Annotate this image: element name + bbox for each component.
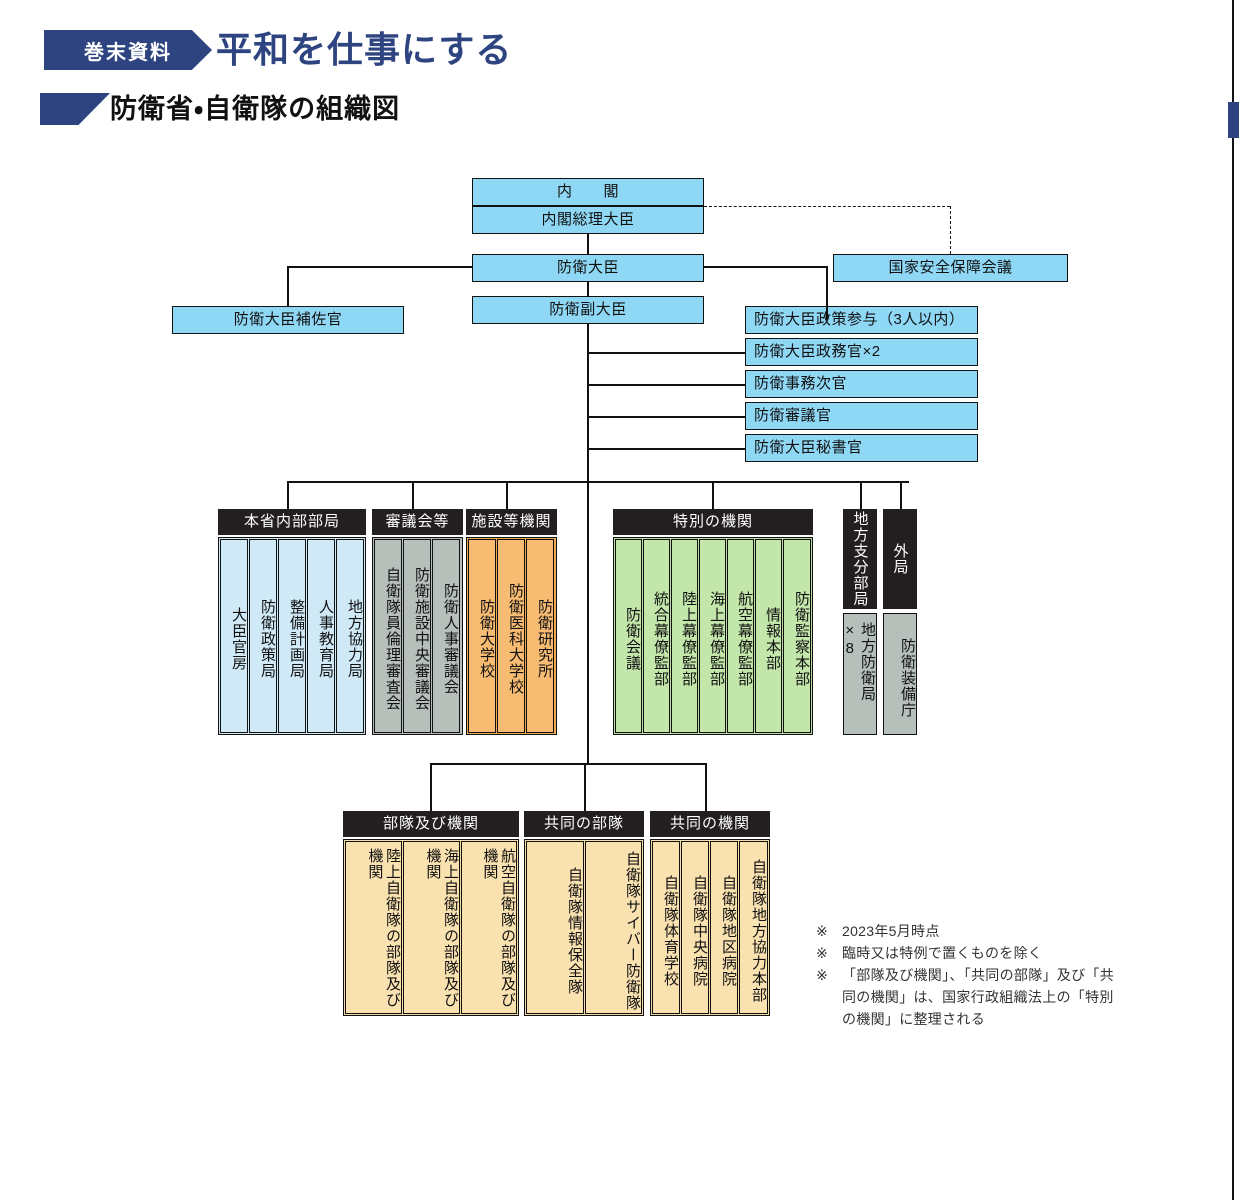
cell-sdf-personnel-ethics-board: 自衛隊員倫理審査会 [374, 539, 402, 733]
connector-drop-regional-branch [860, 481, 862, 509]
connector-minister-aide-h [287, 266, 472, 268]
connector-drop-internal-bureaus [287, 481, 289, 509]
footnote-row: ※ 「部隊及び機関」、「共同の部隊」及び「共同の機関」は、国家行政組織法上の「特… [816, 964, 1116, 1030]
cell-joint-staff: 統合幕僚監部 [643, 539, 670, 733]
page-subtitle: 防衛省・自衛隊の組織図 [110, 94, 401, 124]
footnotes: ※ 2023年5月時点 ※ 臨時又は特例で置くものを除く ※ 「部隊及び機関」、… [816, 920, 1116, 1030]
cell-bureau-of-defense-policy: 防衛政策局 [249, 539, 277, 733]
footnote-text: 2023年5月時点 [842, 923, 940, 939]
cell-defense-personnel-council: 防衛人事審議会 [432, 539, 460, 733]
connector-drop-external-bureau [900, 481, 902, 509]
connector-drop-joint-units [584, 763, 586, 813]
cell-sdf-district-hospitals: 自衛隊地区病院 [710, 841, 738, 1014]
cell-bureau-of-personnel-and-education: 人事教育局 [307, 539, 335, 733]
cell-national-institute-for-defense-studies: 防衛研究所 [526, 539, 554, 733]
connector-dotted-pm-nsc-h [704, 206, 950, 207]
cell-defense-intelligence-headquarters: 情報本部 [755, 539, 782, 733]
cell-sdf-cyber-defense-command: 自衛隊サイバー防衛隊 [585, 841, 642, 1014]
cell-sdf-central-hospital: 自衛隊中央病院 [681, 841, 709, 1014]
box-vice-minister-for-policy: 防衛審議官 [745, 402, 978, 430]
box-defense-minister: 防衛大臣 [472, 254, 704, 282]
group-header-regional-branch: 地方支分部局 [843, 509, 877, 609]
subtitle-marker [40, 93, 110, 125]
connector-main-trunk-lower [587, 481, 589, 763]
connector-tap-secretary [587, 448, 745, 450]
connector-minister-staff-h [704, 266, 827, 268]
group-header-joint-units: 共同の部隊 [524, 811, 644, 837]
cell-national-defense-medical-college: 防衛医科大学校 [497, 539, 525, 733]
connector-drop-units-and-organizations [430, 763, 432, 813]
cell-air-staff-office: 航空幕僚監部 [727, 539, 754, 733]
box-administrative-vice-minister: 防衛事務次官 [745, 370, 978, 398]
cell-provincial-cooperation-offices: 自衛隊地方協力本部 [739, 841, 768, 1014]
box-minister-aide: 防衛大臣補佐官 [172, 306, 404, 334]
cell-ground-staff-office: 陸上幕僚監部 [671, 539, 698, 733]
connector-drop-joint-organizations [705, 763, 707, 813]
box-prime-minister: 内閣総理大臣 [472, 206, 704, 234]
cell-maritime-staff-office: 海上幕僚監部 [699, 539, 726, 733]
footnote-mark: ※ [816, 967, 829, 983]
cell-asdf-units-and-organizations: 航空自衛隊の部隊及び機関 [461, 841, 517, 1014]
page-title: 平和を仕事にする [216, 29, 513, 70]
cell-msdf-units-and-organizations: 海上自衛隊の部隊及び機関 [403, 841, 460, 1014]
connector-main-trunk-upper [587, 324, 589, 481]
connector-drop-special-organs [712, 481, 714, 509]
footnote-row: ※ 2023年5月時点 [816, 920, 1116, 942]
connector-tap-politicalofficer [587, 352, 745, 354]
cell-bureau-of-defense-buildup-planning: 整備計画局 [278, 539, 306, 733]
footnote-mark: ※ [816, 923, 829, 939]
cell-sdf-physical-training-school: 自衛隊体育学校 [652, 841, 680, 1014]
connector-drop-councils [412, 481, 414, 509]
section-tag: 巻末資料 [44, 30, 212, 70]
connector-minister-to-state-minister [587, 282, 589, 296]
box-ministers-secretary: 防衛大臣秘書官 [745, 434, 978, 462]
connector-mid-distribution-bar [287, 481, 909, 483]
cell-national-defense-academy: 防衛大学校 [468, 539, 496, 733]
cell-atla: 防衛装備庁 [883, 613, 917, 735]
box-policy-adviser: 防衛大臣政策参与（3人以内） [745, 306, 978, 334]
cell-regional-defense-bureaus: 地方防衛局×8 [841, 613, 877, 735]
group-header-facilities: 施設等機関 [466, 509, 557, 535]
cell-central-council-on-defense-facilities: 防衛施設中央審議会 [403, 539, 431, 733]
cell-inspector-general-office-of-legal-compliance: 防衛監察本部 [783, 539, 811, 733]
connector-pm-to-minister [587, 234, 589, 254]
group-header-special-organs: 特別の機関 [613, 509, 813, 535]
group-header-external-bureau: 外局 [883, 509, 917, 609]
cell-bureau-of-local-cooperation: 地方協力局 [336, 539, 364, 733]
connector-tap-policy-vice [587, 416, 745, 418]
group-header-units-and-organizations: 部隊及び機関 [343, 811, 519, 837]
box-cabinet: 内 閣 [472, 178, 704, 206]
footnote-text: 「部隊及び機関」、「共同の部隊」及び「共同の機関」は、国家行政組織法上の「特別の… [842, 967, 1114, 1027]
footnote-mark: ※ [816, 945, 829, 961]
page-edge-tab [1228, 102, 1239, 138]
box-state-minister-of-defense: 防衛副大臣 [472, 296, 704, 324]
group-header-joint-organizations: 共同の機関 [650, 811, 770, 837]
connector-dotted-pm-nsc-v [950, 206, 951, 254]
footnote-row: ※ 臨時又は特例で置くものを除く [816, 942, 1116, 964]
box-parliamentary-vice-minister: 防衛大臣政務官×2 [745, 338, 978, 366]
footnote-text: 臨時又は特例で置くものを除く [842, 945, 1043, 961]
page-edge-rule [1232, 0, 1234, 1200]
box-national-security-council: 国家安全保障会議 [833, 254, 1068, 282]
connector-drop-facilities [506, 481, 508, 509]
cell-defense-council: 防衛会議 [615, 539, 642, 733]
cell-gsdf-units-and-organizations: 陸上自衛隊の部隊及び機関 [345, 841, 402, 1014]
connector-bottom-distribution-bar [430, 763, 707, 765]
connector-minister-aide-v [287, 266, 289, 306]
cell-daijin-kanbo: 大臣官房 [220, 539, 248, 733]
group-header-internal-bureaus: 本省内部部局 [218, 509, 366, 535]
group-header-councils: 審議会等 [372, 509, 463, 535]
connector-minister-staff-v [826, 266, 828, 320]
cell-sdf-intelligence-security-command: 自衛隊情報保全隊 [526, 841, 584, 1014]
connector-tap-vice-minister [587, 384, 745, 386]
